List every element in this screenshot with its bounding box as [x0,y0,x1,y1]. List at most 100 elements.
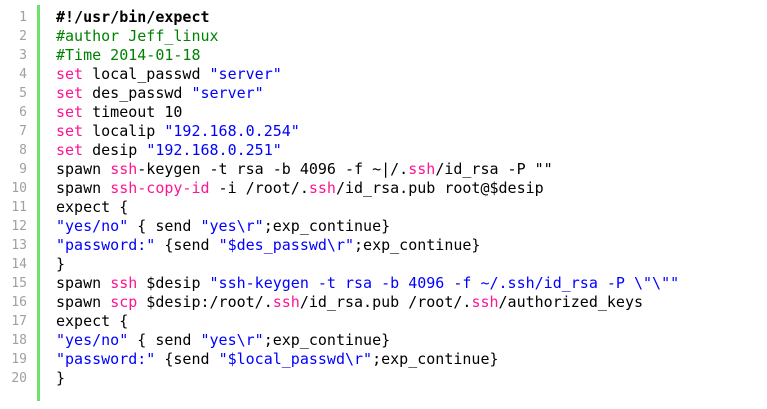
code-line: #Time 2014-01-18 [56,46,759,65]
code-token-plain: $desip:/root/. [137,293,273,311]
code-token-plain: { send [128,217,201,235]
line-number: 11 [11,200,27,215]
code-line: set local_passwd "server" [56,65,759,84]
code-token-plain: ;exp_continue} [263,217,391,235]
code-line: set des_passwd "server" [56,84,759,103]
line-number: 16 [11,295,27,310]
code-token-plain: } [56,369,66,387]
code-token-string: "$local_passwd\r" [218,350,373,368]
code-token-keyword: set [56,141,84,159]
code-token-comment: #author Jeff_linux [56,27,219,45]
code-token-plain: /id_rsa.pub root@$desip [335,179,544,197]
code-token-string: "password:" [56,236,156,254]
code-token-comment: #Time 2014-01-18 [56,46,201,64]
code-token-plain: timeout 10 [83,103,183,121]
code-line: "password:" {send "$local_passwd\r";exp_… [56,350,759,369]
code-token-plain: /. [390,160,409,178]
code-token-plain: -i /root/. [209,179,309,197]
code-line: } [56,255,759,274]
code-line: } [56,369,759,388]
code-token-plain: localip [83,122,165,140]
line-number: 13 [11,238,27,253]
code-token-caret: | [381,160,391,178]
code-line: "yes/no" { send "yes\r";exp_continue} [56,331,759,350]
code-token-string: "server" [209,65,282,83]
code-token-keyword: ssh [110,274,138,292]
code-line: set timeout 10 [56,103,759,122]
code-line: #author Jeff_linux [56,27,759,46]
code-line: expect { [56,312,759,331]
line-number: 2 [19,29,27,44]
code-token-plain: ;exp_continue} [263,331,391,349]
code-token-plain: #!/usr/bin/expect [56,8,210,26]
code-area[interactable]: #!/usr/bin/expect#author Jeff_linux#Time… [56,8,759,388]
line-number: 3 [19,48,27,63]
code-line: set localip "192.168.0.254" [56,122,759,141]
gutter-divider [37,5,40,401]
code-token-plain: local_passwd [83,65,210,83]
code-token-plain: spawn [56,179,111,197]
code-token-plain: des_passwd [83,84,192,102]
line-number: 1 [19,10,27,25]
code-token-plain: expect { [56,198,129,216]
line-number: 6 [19,105,27,120]
line-number: 8 [19,143,27,158]
code-token-keyword: scp [110,293,138,311]
code-token-plain: } [56,255,66,273]
code-line: spawn ssh-keygen -t rsa -b 4096 -f ~|/.s… [56,160,759,179]
code-token-keyword: ssh [308,179,336,197]
code-token-plain: spawn [56,274,111,292]
line-number: 19 [11,352,27,367]
line-number: 4 [19,67,27,82]
code-token-keyword: -copy-id [137,179,210,197]
code-line: "password:" {send "$des_passwd\r";exp_co… [56,236,759,255]
code-token-string: "192.168.0.254" [164,122,300,140]
code-token-plain: spawn [56,293,111,311]
line-number: 9 [19,162,27,177]
code-token-plain: spawn [56,160,111,178]
line-number: 12 [11,219,27,234]
code-token-plain: /id_rsa -P "" [435,160,553,178]
code-token-plain: /authorized_keys [498,293,644,311]
code-line: "yes/no" { send "yes\r";exp_continue} [56,217,759,236]
code-line: spawn ssh $desip "ssh-keygen -t rsa -b 4… [56,274,759,293]
code-token-string: "yes/no" [56,331,129,349]
code-token-string: "ssh-keygen -t rsa -b 4096 -f ~/.ssh/id_… [209,274,680,292]
code-token-keyword: ssh [408,160,436,178]
code-token-plain: {send [155,350,219,368]
code-token-string: "password:" [56,350,156,368]
code-token-plain: ;exp_continue} [354,236,481,254]
code-token-keyword: ssh [471,293,499,311]
code-token-plain: -keygen -t rsa -b 4096 -f ~ [137,160,382,178]
line-number: 5 [19,86,27,101]
code-token-plain: {send [155,236,219,254]
code-token-string: "server" [191,84,264,102]
code-token-string: "$des_passwd\r" [218,236,355,254]
line-number: 10 [11,181,27,196]
line-number: 20 [11,371,27,386]
code-token-string: "yes\r" [200,217,264,235]
code-token-keyword: set [56,65,84,83]
code-line: set desip "192.168.0.251" [56,141,759,160]
code-token-plain: /id_rsa.pub /root/. [299,293,472,311]
code-token-plain: expect { [56,312,129,330]
code-token-string: "yes\r" [200,331,264,349]
code-token-keyword: set [56,84,84,102]
code-token-plain: desip [83,141,147,159]
code-token-string: "yes/no" [56,217,129,235]
code-line: spawn ssh-copy-id -i /root/.ssh/id_rsa.p… [56,179,759,198]
code-token-keyword: ssh [110,179,138,197]
code-token-plain: { send [128,331,201,349]
code-token-plain: ;exp_continue} [372,350,499,368]
code-line: spawn scp $desip:/root/.ssh/id_rsa.pub /… [56,293,759,312]
code-token-keyword: set [56,103,84,121]
code-token-keyword: set [56,122,84,140]
code-line: expect { [56,198,759,217]
line-number: 17 [11,314,27,329]
line-number: 7 [19,124,27,139]
line-number: 15 [11,276,27,291]
code-token-string: "192.168.0.251" [146,141,282,159]
code-token-keyword: ssh [272,293,300,311]
